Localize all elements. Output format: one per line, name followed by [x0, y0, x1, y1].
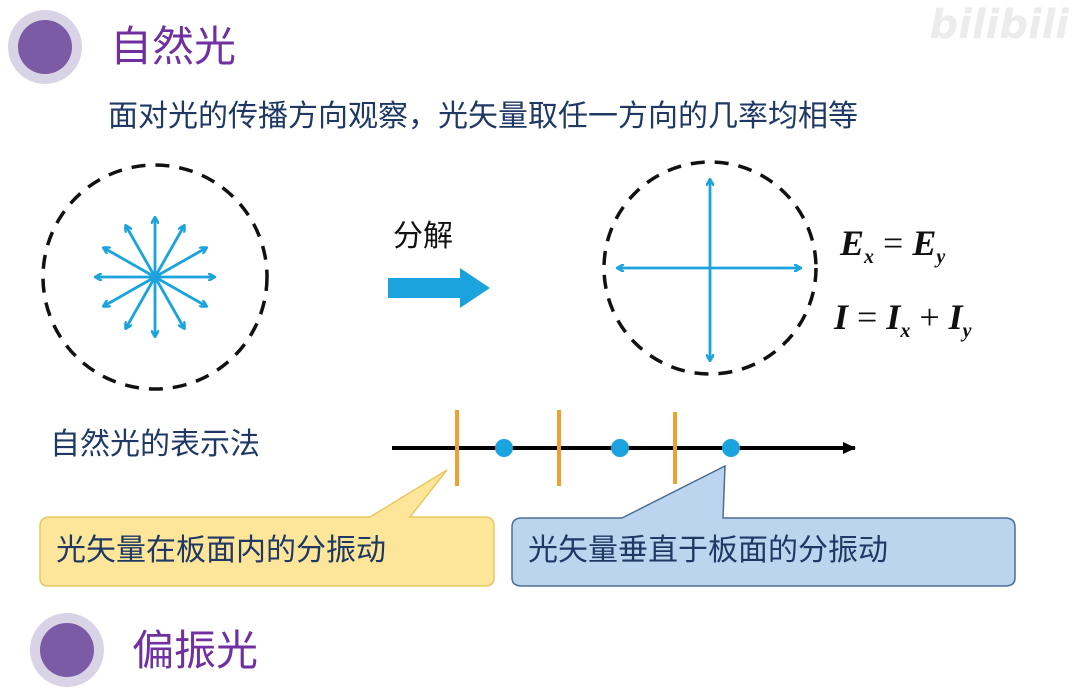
section-bullet-icon	[30, 613, 104, 687]
callout-perpendicular-text: 光矢量垂直于板面的分振动	[528, 533, 888, 568]
section-title-natural-light: 自然光	[110, 22, 237, 71]
bilibili-watermark: bilibili	[929, 2, 1069, 48]
decompose-arrow-icon	[388, 268, 490, 308]
decomposed-light-circle-icon	[602, 160, 818, 376]
callout-in-plane-shape	[39, 469, 495, 587]
section-title-polarized-light: 偏振光	[132, 626, 259, 675]
section-bullet-icon	[8, 10, 82, 84]
callout-in-plane-text: 光矢量在板面内的分振动	[56, 533, 386, 568]
decompose-label: 分解	[393, 219, 453, 254]
natural-light-description: 面对光的传播方向观察，光矢量取任一方向的几率均相等	[108, 99, 858, 134]
representation-label: 自然光的表示法	[50, 427, 260, 462]
equation-field-equality: Ex = Ey	[840, 223, 946, 269]
equation-intensity-sum: I = Ix + Iy	[834, 297, 972, 343]
propagation-axis	[392, 410, 856, 486]
natural-light-circle-icon	[41, 163, 269, 391]
callout-perpendicular-shape	[511, 464, 1016, 587]
